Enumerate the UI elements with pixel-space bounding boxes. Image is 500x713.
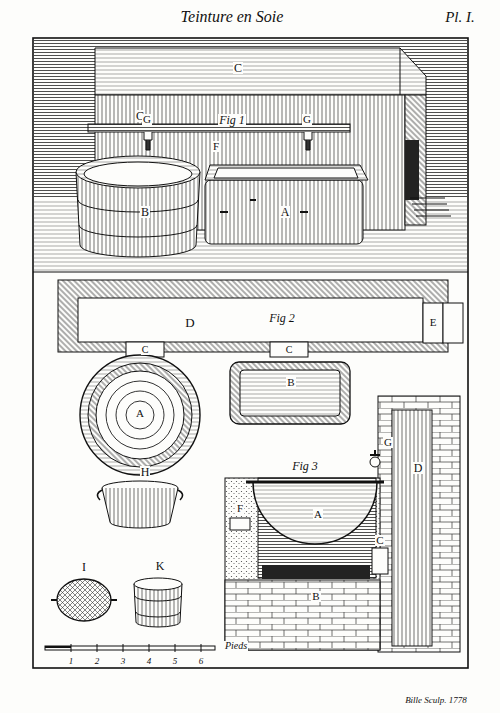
callout-letter: A	[135, 408, 145, 419]
callout-letter: G	[383, 437, 393, 448]
scale-mark: 5	[172, 657, 179, 666]
plate-title: Teinture en Soie	[180, 9, 285, 25]
callout-letter: Fig 3	[291, 460, 319, 472]
callout-letter: B	[286, 377, 295, 388]
callout-letter: C	[233, 62, 243, 74]
callout-letter: I	[81, 561, 87, 573]
callout-letter: F	[236, 503, 244, 514]
scale-mark: 6	[198, 657, 205, 666]
callout-letter: C	[285, 345, 294, 355]
callout-letter: K	[155, 560, 166, 572]
callout-letter: A	[280, 206, 291, 218]
callout-letter: E	[429, 317, 438, 328]
callout-letter: G	[302, 114, 312, 125]
callout-letter: Fig 2	[268, 312, 296, 324]
callout-letter: F	[212, 141, 220, 152]
callout-letter: H	[140, 466, 151, 478]
callout-letter: G	[142, 114, 152, 125]
plate-number: Pl. I.	[444, 10, 476, 25]
callout-letter: A	[313, 509, 323, 520]
callout-letter: B	[140, 206, 150, 218]
callout-letter: C	[141, 345, 150, 355]
callout-letter: B	[311, 591, 320, 602]
callout-letter: D	[413, 462, 424, 474]
callout-letter: Fig 1	[218, 114, 246, 126]
scale-mark: 3	[120, 657, 127, 666]
engraver-signature: Bille Sculp. 1778	[404, 696, 468, 705]
callout-letter: D	[184, 316, 195, 329]
callout-letter: C	[375, 535, 384, 546]
scale-mark: 2	[94, 657, 101, 666]
scale-mark: 4	[146, 657, 153, 666]
scale-mark: 1	[68, 657, 75, 666]
scale-mark: Pieds	[224, 641, 248, 651]
